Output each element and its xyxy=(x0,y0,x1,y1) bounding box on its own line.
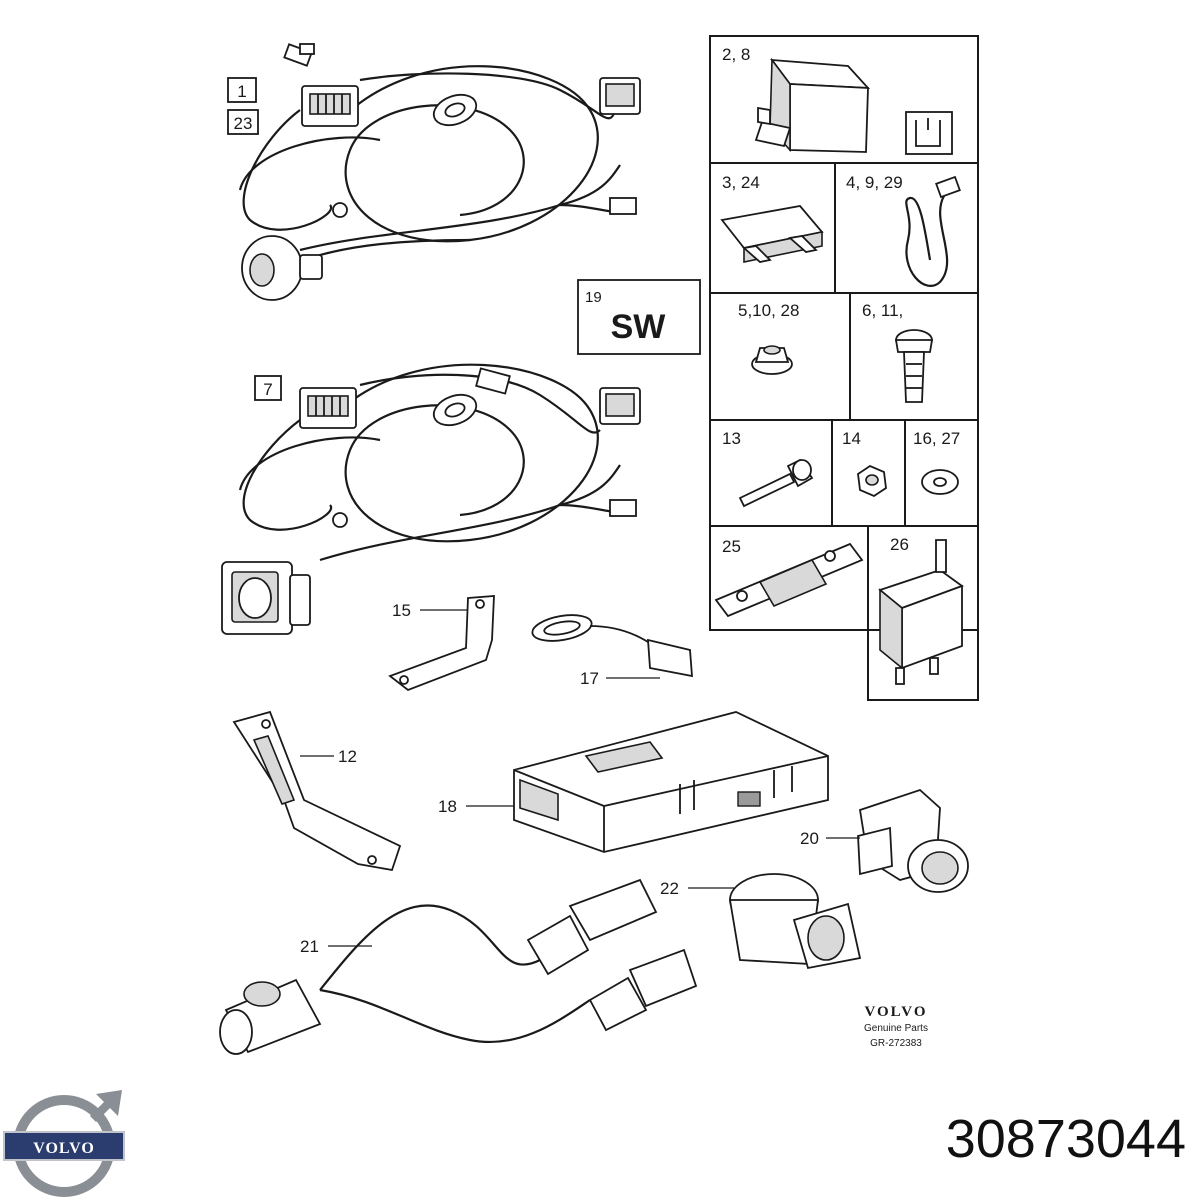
harness-label-7: 7 xyxy=(263,380,272,399)
cell-flange-nut: 5,10, 28 xyxy=(738,301,799,375)
sw-box-number: 19 xyxy=(585,289,602,306)
part-18-control-module: 18 xyxy=(438,711,829,853)
cell-relay-26: 26 xyxy=(878,535,964,685)
cell-label-hexnut: 14 xyxy=(842,429,861,448)
part-number: 30873044 xyxy=(945,1109,1186,1169)
volvo-logo: VOLVO xyxy=(3,1090,125,1197)
stamp-genuine-parts: Genuine Parts xyxy=(864,1023,928,1034)
genuine-parts-stamp: VOLVO Genuine Parts GR-272383 xyxy=(864,1004,928,1049)
cell-label-stripfuse: 25 xyxy=(722,537,741,556)
harness-label-23: 23 xyxy=(234,114,253,133)
cell-hex-nut: 14 xyxy=(842,429,887,498)
harness-label-box-7 xyxy=(254,375,282,401)
cell-screw: 6, 11, xyxy=(862,301,934,403)
cell-relay: 2, 8 xyxy=(722,45,953,155)
harness-label-box-1 xyxy=(227,77,257,103)
callout-17: 17 xyxy=(580,669,599,688)
cell-washer: 16, 27 xyxy=(913,429,960,495)
part-15-bracket: 15 xyxy=(388,595,495,692)
cell-label-tie: 4, 9, 29 xyxy=(846,173,903,192)
part-17-strap: 17 xyxy=(531,614,693,688)
cell-label-nut: 5,10, 28 xyxy=(738,301,799,320)
sw-box-text: SW xyxy=(611,308,667,346)
wiring-harness-1: 1 23 xyxy=(227,43,641,301)
sw-box: 19 SW xyxy=(577,279,701,355)
cell-fuse: 3, 24 xyxy=(720,173,824,263)
cell-bolt: 13 xyxy=(722,429,814,508)
cell-label-fuse: 3, 24 xyxy=(722,173,760,192)
cell-label-bolt: 13 xyxy=(722,429,741,448)
cell-label-relay: 2, 8 xyxy=(722,45,750,64)
part-20-connector: 20 xyxy=(800,788,969,893)
callout-15: 15 xyxy=(392,601,411,620)
parts-grid xyxy=(709,35,979,701)
part-22-socket: 22 xyxy=(660,873,862,970)
logo-wordmark: VOLVO xyxy=(33,1140,95,1157)
cell-label-washer: 16, 27 xyxy=(913,429,960,448)
stamp-reference: GR-272383 xyxy=(870,1038,922,1049)
callout-22: 22 xyxy=(660,879,679,898)
stamp-brand: VOLVO xyxy=(864,1004,927,1020)
cell-cable-tie: 4, 9, 29 xyxy=(846,173,961,287)
callout-18: 18 xyxy=(438,797,457,816)
callout-20: 20 xyxy=(800,829,819,848)
harness-label-1: 1 xyxy=(237,82,246,101)
cell-label-relay2: 26 xyxy=(890,535,909,554)
part-12-bracket: 12 xyxy=(232,710,402,872)
harness-label-box-23 xyxy=(227,109,259,135)
cell-label-screw: 6, 11, xyxy=(862,301,903,320)
callout-21: 21 xyxy=(300,937,319,956)
wiring-harness-7: 7 xyxy=(221,363,641,635)
cell-strip-fuse: 25 xyxy=(714,537,864,618)
part-21-adapter-cable: 21 xyxy=(219,878,698,1055)
callout-12: 12 xyxy=(338,747,357,766)
